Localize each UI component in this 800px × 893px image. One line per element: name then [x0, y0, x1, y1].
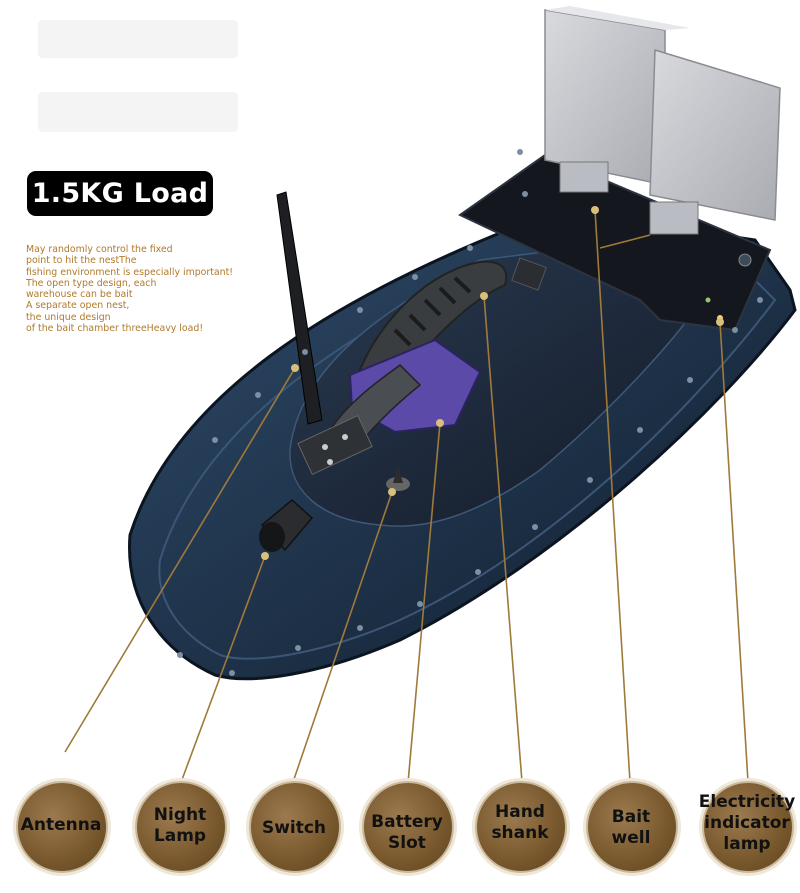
description-line: of the bait chamber threeHeavy load!	[26, 323, 204, 335]
electricity-indicator-callout-circle	[702, 781, 794, 873]
night-lamp-callout-label: Night Lamp	[153, 805, 207, 846]
bait-well-callout-circle	[586, 781, 678, 873]
switch-callout-circle	[249, 781, 341, 873]
callout-lines	[64, 209, 749, 786]
electricity-indicator-callout-label: Electricity indicator lamp	[698, 792, 796, 854]
hand-shank	[358, 257, 547, 387]
battery-slot-callout-label: Battery Slot	[371, 812, 443, 853]
night-lamp-callout-circle	[135, 781, 227, 873]
hull-screws	[177, 149, 763, 676]
hand-shank-callout-circle	[475, 781, 567, 873]
antenna-bracket	[297, 414, 373, 476]
description-line: May randomly control the fixed	[26, 244, 173, 255]
description-line: fishing environment is especially import…	[26, 266, 234, 278]
switch-callout-label: Switch	[261, 818, 327, 838]
bait-well-callout-label: Bait well	[611, 807, 651, 848]
load-capacity-badge: 1.5KG Load	[27, 171, 213, 216]
description-line: A separate open nest,	[26, 300, 130, 312]
description-line: warehouse can be bait	[26, 289, 133, 301]
hand-shank-callout-label: Hand shank	[491, 802, 549, 843]
description-line: point to hit the nestThe	[26, 255, 137, 267]
switch	[386, 466, 410, 491]
faded-watermark	[38, 20, 238, 132]
bait-well-lids	[544, 6, 781, 235]
night-lamp	[259, 499, 314, 552]
product-description: May randomly control the fixed point to …	[26, 244, 306, 334]
antenna-callout-label: Antenna	[20, 815, 102, 835]
antenna-callout-circle	[16, 781, 108, 873]
antenna	[276, 191, 323, 425]
description-line: the unique design	[26, 311, 111, 323]
battery-slot-callout-circle	[362, 781, 454, 873]
callout-dots	[261, 206, 724, 560]
description-line: The open type design, each	[26, 277, 157, 289]
